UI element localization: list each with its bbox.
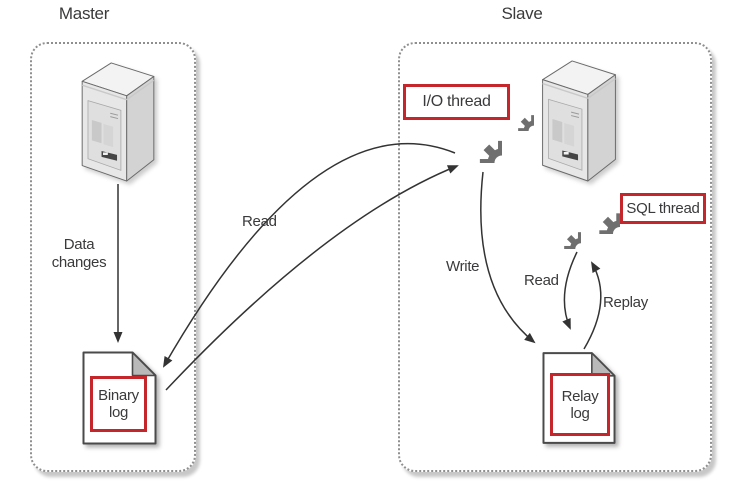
binary-log-label: Binary log [90,376,147,432]
master-title: Master [58,4,110,23]
sql-thread-label: SQL thread [620,193,706,224]
binary-log-document: Binary log [82,351,157,445]
data-changes-line1: Data [63,236,95,253]
write-label: Write [446,258,480,275]
relay-log-document: Relay log [542,351,616,445]
binary-log-line1: Binary [98,387,139,404]
replay-label: Replay [603,294,648,311]
gear-icon [456,117,502,163]
data-changes-line2: changes [51,254,107,271]
io-thread-label: I/O thread [403,84,510,120]
data-changes-label: Data changes [48,236,110,272]
server-icon [540,58,618,182]
binary-log-line2: log [108,404,129,421]
read-binlog-label: Read [242,213,277,230]
gear-icon [501,98,534,131]
slave-title: Slave [501,4,543,23]
read-relay-label: Read [524,272,559,289]
server-icon [79,60,157,182]
relay-log-line1: Relay [561,387,599,405]
relay-log-line2: log [570,404,590,422]
relay-log-label: Relay log [550,373,610,436]
gear-icon [577,191,620,234]
gear-icon [546,214,581,249]
